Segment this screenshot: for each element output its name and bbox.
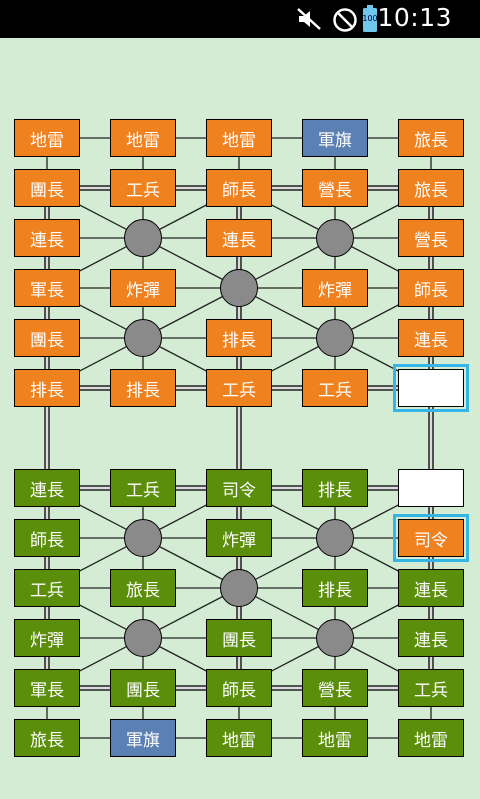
piece-green[interactable]: 地雷 bbox=[206, 719, 272, 757]
camp-station[interactable] bbox=[316, 619, 354, 657]
camp-station[interactable] bbox=[124, 219, 162, 257]
camp-station[interactable] bbox=[124, 619, 162, 657]
piece-orange[interactable]: 排長 bbox=[206, 319, 272, 357]
empty-piece[interactable] bbox=[398, 469, 464, 507]
camp-station[interactable] bbox=[316, 319, 354, 357]
piece-orange[interactable]: 地雷 bbox=[110, 119, 176, 157]
piece-orange[interactable]: 工兵 bbox=[206, 369, 272, 407]
piece-green[interactable]: 地雷 bbox=[398, 719, 464, 757]
piece-green[interactable]: 工兵 bbox=[110, 469, 176, 507]
piece-green[interactable]: 團長 bbox=[110, 669, 176, 707]
piece-orange[interactable]: 團長 bbox=[14, 169, 80, 207]
piece-green[interactable]: 營長 bbox=[302, 669, 368, 707]
piece-green[interactable]: 工兵 bbox=[398, 669, 464, 707]
piece-orange[interactable]: 師長 bbox=[206, 169, 272, 207]
piece-orange[interactable]: 工兵 bbox=[110, 169, 176, 207]
battery-label: 100 bbox=[362, 14, 378, 23]
piece-green[interactable]: 師長 bbox=[14, 519, 80, 557]
empty-piece[interactable] bbox=[393, 364, 469, 412]
piece-orange[interactable]: 炸彈 bbox=[302, 269, 368, 307]
piece-green[interactable]: 工兵 bbox=[14, 569, 80, 607]
piece-orange[interactable]: 地雷 bbox=[14, 119, 80, 157]
blocked-icon bbox=[332, 7, 358, 37]
piece-orange[interactable]: 連長 bbox=[14, 219, 80, 257]
piece-orange[interactable]: 旅長 bbox=[398, 169, 464, 207]
piece-orange[interactable]: 營長 bbox=[398, 219, 464, 257]
piece-flag[interactable]: 軍旗 bbox=[302, 119, 368, 157]
camp-station[interactable] bbox=[220, 569, 258, 607]
piece-green[interactable]: 連長 bbox=[398, 619, 464, 657]
clock: 10:13 bbox=[377, 3, 452, 32]
piece-orange[interactable]: 連長 bbox=[206, 219, 272, 257]
piece-green[interactable]: 連長 bbox=[14, 469, 80, 507]
piece-green[interactable]: 連長 bbox=[398, 569, 464, 607]
piece-orange[interactable]: 炸彈 bbox=[110, 269, 176, 307]
piece-green[interactable]: 軍長 bbox=[14, 669, 80, 707]
game-board: 地雷地雷地雷軍旗旅長團長工兵師長營長旅長連長連長營長軍長炸彈炸彈師長團長排長連長… bbox=[0, 38, 480, 799]
piece-green[interactable]: 師長 bbox=[206, 669, 272, 707]
piece-orange[interactable]: 地雷 bbox=[206, 119, 272, 157]
camp-station[interactable] bbox=[316, 519, 354, 557]
status-bar: 100 10:13 bbox=[0, 0, 480, 38]
piece-green[interactable]: 旅長 bbox=[110, 569, 176, 607]
piece-orange[interactable]: 營長 bbox=[302, 169, 368, 207]
piece-green[interactable]: 炸彈 bbox=[206, 519, 272, 557]
piece-green[interactable]: 排長 bbox=[302, 469, 368, 507]
piece-orange[interactable]: 軍長 bbox=[14, 269, 80, 307]
battery-icon bbox=[362, 5, 378, 37]
camp-station[interactable] bbox=[220, 269, 258, 307]
piece-orange[interactable]: 司令 bbox=[393, 514, 469, 562]
piece-orange[interactable]: 排長 bbox=[14, 369, 80, 407]
piece-orange[interactable]: 旅長 bbox=[398, 119, 464, 157]
piece-orange[interactable]: 工兵 bbox=[302, 369, 368, 407]
mute-icon bbox=[296, 7, 322, 35]
piece-orange[interactable]: 師長 bbox=[398, 269, 464, 307]
piece-flag[interactable]: 軍旗 bbox=[110, 719, 176, 757]
piece-green[interactable]: 司令 bbox=[206, 469, 272, 507]
piece-green[interactable]: 炸彈 bbox=[14, 619, 80, 657]
piece-orange[interactable]: 團長 bbox=[14, 319, 80, 357]
piece-green[interactable]: 排長 bbox=[302, 569, 368, 607]
piece-green[interactable]: 旅長 bbox=[14, 719, 80, 757]
piece-orange[interactable]: 排長 bbox=[110, 369, 176, 407]
camp-station[interactable] bbox=[124, 319, 162, 357]
camp-station[interactable] bbox=[316, 219, 354, 257]
camp-station[interactable] bbox=[124, 519, 162, 557]
piece-green[interactable]: 地雷 bbox=[302, 719, 368, 757]
piece-orange[interactable]: 連長 bbox=[398, 319, 464, 357]
piece-green[interactable]: 團長 bbox=[206, 619, 272, 657]
